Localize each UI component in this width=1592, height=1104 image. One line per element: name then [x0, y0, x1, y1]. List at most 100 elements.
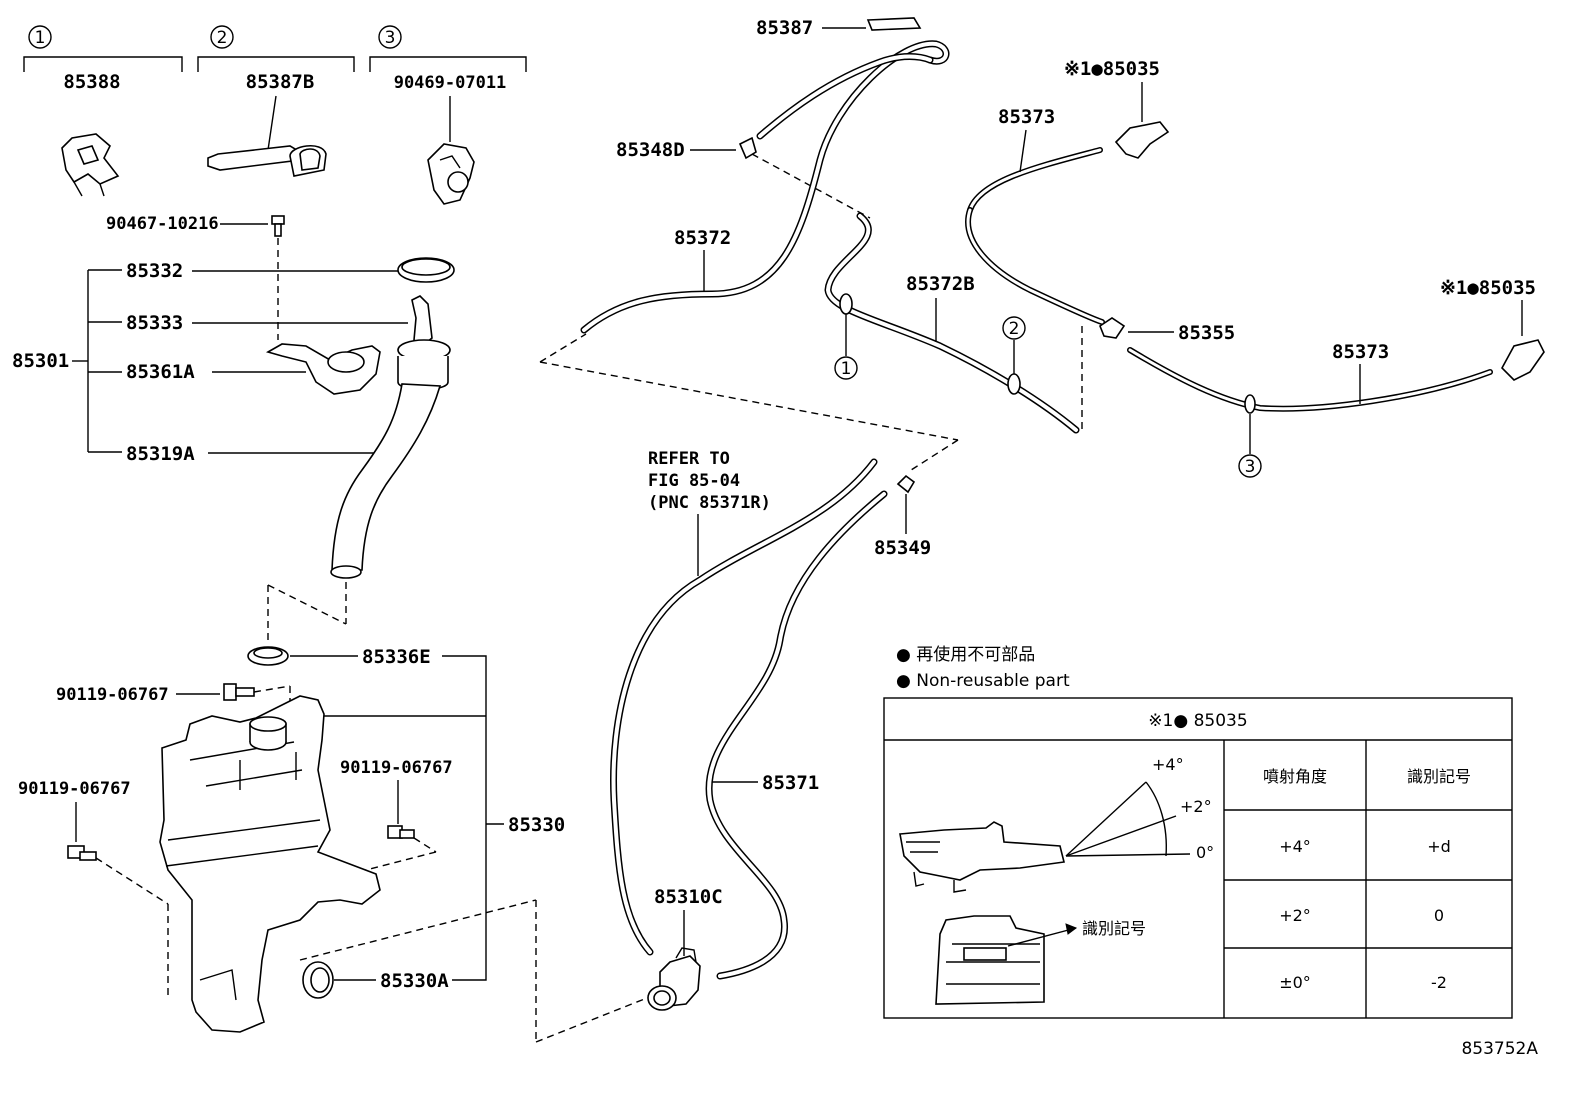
bracket-85361A-icon: [265, 343, 381, 395]
part-85348D-label: 85348D: [616, 139, 685, 161]
callout-2-circle: [210, 25, 234, 49]
bracket-3: [369, 56, 527, 72]
part-85330A-label: 85330A: [380, 970, 449, 992]
part-85319A-label: 85319A: [126, 443, 195, 465]
nozzle-angle-table: ※1● 85035 噴射角度 識別記号 +4° +d +2° 0 ±0° -2 …: [883, 697, 1513, 1019]
clamp-85387B-icon: [207, 145, 327, 177]
bracket-1: [23, 56, 183, 72]
part-90469-07011-label: 90469-07011: [394, 73, 507, 93]
part-85035-upper-label: ※1●85035: [1064, 58, 1160, 80]
angle-ray-plus2: [1065, 815, 1177, 857]
callout-2-label: 2: [217, 28, 228, 48]
leader-85387B: [267, 95, 277, 151]
part-90467-10216-label: 90467-10216: [106, 214, 219, 234]
refer-to-line1: REFER TO: [648, 449, 730, 469]
legend-non-reusable-en: ● Non-reusable part: [896, 671, 1070, 691]
bracket-85330: [442, 655, 487, 981]
joint-85348D-icon: [738, 136, 757, 160]
angle-ray-plus4: [1065, 781, 1147, 857]
grommet-85330A-icon: [302, 961, 334, 999]
angle-arc: [1145, 781, 1168, 857]
part-90119-06767-b-label: 90119-06767: [18, 779, 131, 799]
callout-3-circle: [378, 25, 402, 49]
part-85371-label: 85371: [762, 772, 819, 794]
table-border: [883, 697, 1513, 1019]
grommet-85336E-icon: [247, 646, 289, 666]
callout-2-ref-label: 2: [1009, 319, 1020, 339]
legend-non-reusable-jp: ● 再使用不可部品: [896, 644, 1035, 665]
callout-3-group: 3 90469-07011: [369, 25, 527, 205]
callout-3-ref: [1238, 454, 1262, 478]
filler-pipe-85319A-icon: [330, 339, 451, 579]
clip-3-on-hose: [1244, 394, 1256, 414]
strainer-85333-icon: [411, 295, 433, 348]
callout-3-label: 3: [385, 28, 396, 48]
callout-2-group: 2 85387B: [197, 25, 355, 177]
table-row-3-mark: -2: [1431, 973, 1447, 992]
callout-1-ref: [834, 356, 858, 380]
id-mark-label: 識別記号: [1082, 919, 1146, 938]
bolt-90119-c-icon: [387, 825, 415, 839]
part-85372B-label: 85372B: [906, 273, 975, 295]
part-85388-label: 85388: [63, 71, 120, 93]
part-90119-06767-a-label: 90119-06767: [56, 685, 169, 705]
table-header-angle: 噴射角度: [1263, 767, 1327, 786]
tank-assembly: 85336E 85330 90119-06767 90119-06767 901…: [18, 646, 653, 1043]
inlet-assembly: 90467-10216 85301 85332 85333 85361A: [12, 214, 455, 640]
part-85035-lower-label: ※1●85035: [1440, 277, 1536, 299]
refer-to-line3: (PNC 85371R): [648, 493, 771, 513]
table-row-2-mark: 0: [1434, 906, 1444, 925]
part-85373-upper-label: 85373: [998, 106, 1055, 128]
part-85330-label: 85330: [508, 814, 565, 836]
bolt-90119-b-icon: [67, 845, 97, 861]
bolt-90119-a-icon: [223, 683, 255, 701]
nozzle-85035-lower-icon: [1501, 339, 1545, 381]
callout-2-ref: [1002, 316, 1026, 340]
part-85372-label: 85372: [674, 227, 731, 249]
bracket-2: [197, 56, 355, 72]
clamp-85387-icon: [866, 17, 922, 31]
nozzle-85035-upper-icon: [1114, 121, 1170, 159]
part-85361A-label: 85361A: [126, 361, 195, 383]
part-85301-label: 85301: [12, 350, 69, 372]
washer-pump-85310C-icon: [647, 947, 701, 1011]
hose-group: 85387 85348D 85372 85372B 1 2: [539, 17, 1545, 1011]
part-85336E-label: 85336E: [362, 646, 431, 668]
part-90119-06767-c-label: 90119-06767: [340, 758, 453, 778]
id-mark-illustration: 識別記号: [935, 915, 1146, 1005]
part-85333-label: 85333: [126, 312, 183, 334]
angle-label-plus2: +2°: [1180, 797, 1212, 816]
bolt-90467-icon: [271, 215, 285, 237]
part-85373-lower-label: 85373: [1332, 341, 1389, 363]
angle-ray-zero: [1065, 853, 1191, 857]
reservoir-tank-icon: [159, 695, 381, 1033]
part-85387B-label: 85387B: [246, 71, 315, 93]
callout-1-ref-label: 1: [841, 359, 852, 379]
figure-id: 853752A: [1461, 1039, 1538, 1059]
hose-85372B: [824, 212, 1080, 434]
part-85355-label: 85355: [1178, 322, 1235, 344]
refer-to-line2: FIG 85-04: [648, 471, 740, 491]
part-85349-label: 85349: [874, 537, 931, 559]
hose-85372: [580, 40, 950, 334]
table-row-1-angle: +4°: [1279, 837, 1311, 856]
callout-1-group: 1 85388: [23, 25, 183, 197]
angle-label-plus4: +4°: [1152, 755, 1184, 774]
angle-label-zero: 0°: [1196, 843, 1214, 862]
nozzle-angle-illustration: +4° +2° 0°: [899, 755, 1214, 893]
clip-1-on-hose: [839, 293, 853, 315]
clip-2-on-hose: [1007, 373, 1021, 395]
callout-3-ref-label: 3: [1245, 457, 1256, 477]
clip-90469-icon: [427, 143, 475, 205]
part-85310C-label: 85310C: [654, 886, 723, 908]
table-row-1-mark: +d: [1427, 837, 1451, 856]
joint-85355-icon: [1099, 317, 1126, 339]
table-row-3-angle: ±0°: [1279, 973, 1311, 992]
hose-85373-upper: [967, 147, 1103, 213]
hose-85371: [705, 490, 888, 980]
part-85332-label: 85332: [126, 260, 183, 282]
part-85387-label: 85387: [756, 17, 813, 39]
callout-1-label: 1: [35, 28, 46, 48]
